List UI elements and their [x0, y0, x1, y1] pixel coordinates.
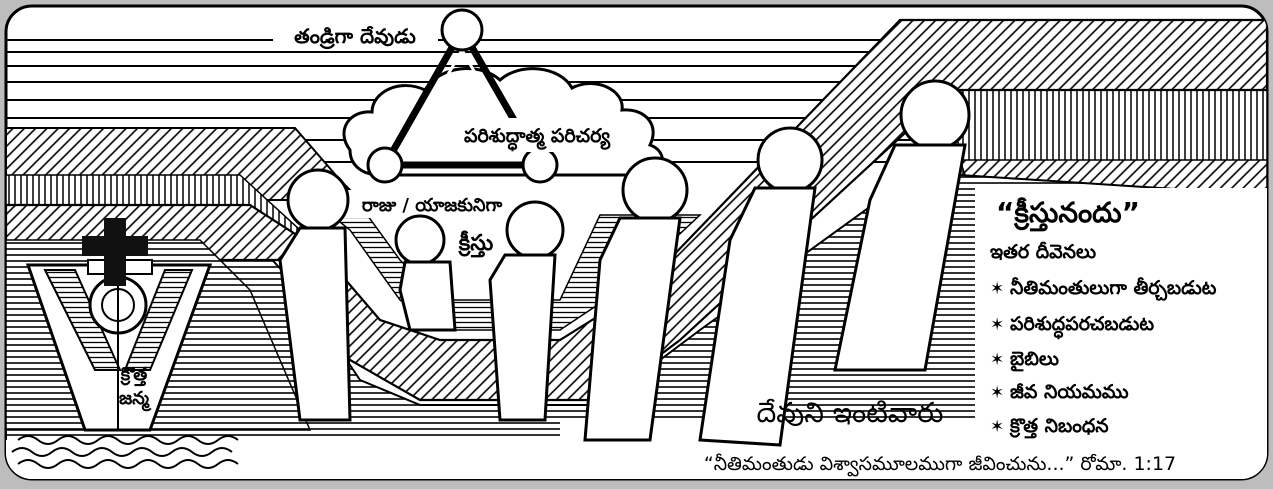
- trinity-triangle: [366, 8, 559, 184]
- person-5: [698, 126, 824, 447]
- bullet-icon: ✶: [990, 417, 1004, 437]
- blessings-panel-bg: [975, 188, 1267, 438]
- person-figures: [278, 79, 971, 447]
- water-waves: [11, 435, 239, 469]
- blessings-list: ✶ నీతిమంతులుగా తీర్చబడుట ✶ పరిశుద్ధపరచబడ…: [990, 277, 1217, 439]
- bullet-icon: ✶: [990, 350, 1004, 370]
- person-2: [394, 214, 457, 332]
- person-4: [583, 156, 689, 442]
- father-circle: [440, 8, 484, 52]
- cross-icon: [82, 218, 148, 286]
- spirit-circle: [521, 146, 559, 184]
- new-birth-line2: జన్మ: [119, 388, 152, 412]
- new-birth-figure: క్రొత్త జన్మ: [25, 218, 213, 432]
- person-6: [833, 79, 971, 372]
- blessing-item: క్రొత్త నిబంధన: [1009, 415, 1109, 439]
- bullet-icon: ✶: [990, 279, 1004, 299]
- son-circle: [366, 146, 404, 184]
- blessing-item: జీవ నియమము: [1010, 381, 1129, 403]
- person-3: [488, 200, 565, 422]
- household-label: దేవుని ఇంటివారు: [756, 396, 943, 429]
- blessing-item: బైబిలు: [1010, 348, 1059, 372]
- king-priest-label: రాజు / యాజకునిగా: [362, 195, 503, 216]
- christ-label: క్రీస్తు: [458, 230, 494, 258]
- verse-quote: “నీతిమంతుడు విశ్వాసమూలముగా జీవించును...”…: [704, 453, 1176, 477]
- new-birth-line1: క్రొత్త: [120, 364, 148, 387]
- father-label: తండ్రిగా దేవుడు: [294, 24, 416, 50]
- in-christ-heading: “క్రీస్తునందు”: [996, 196, 1140, 232]
- bullet-icon: ✶: [990, 383, 1004, 403]
- blessing-item: నీతిమంతులుగా తీర్చబడుట: [1010, 277, 1217, 301]
- person-1: [278, 168, 352, 422]
- other-blessings-label: ఇతర దీవెనలు: [990, 241, 1096, 263]
- bullet-icon: ✶: [990, 315, 1004, 335]
